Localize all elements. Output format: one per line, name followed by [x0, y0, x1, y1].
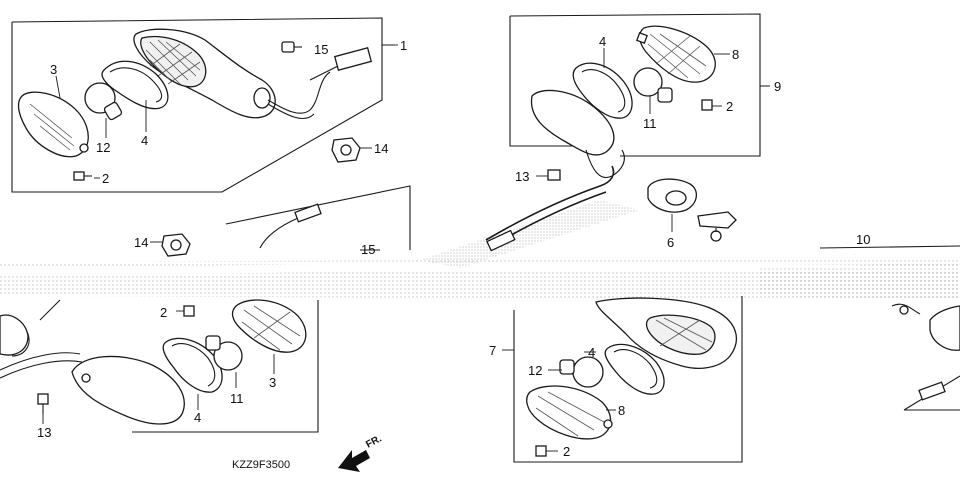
- nut-14-a: [331, 137, 372, 163]
- gasket-rear-right: [604, 343, 665, 395]
- clip-fastener: [697, 211, 737, 242]
- callout-4-c: 4: [194, 410, 201, 425]
- callout-2-c: 2: [160, 305, 167, 320]
- callout-4-b: 4: [599, 34, 606, 49]
- callout-11-b: 11: [230, 391, 244, 406]
- wire-harness-center: [485, 165, 615, 252]
- callout-13-b: 13: [37, 425, 51, 440]
- callout-2-b: 2: [726, 99, 733, 114]
- socket-6: [647, 178, 697, 232]
- screw-2-c: [176, 305, 195, 317]
- bulb-rear-left: [205, 335, 243, 371]
- gasket-left-front: [101, 60, 169, 110]
- gasket-right-front: [572, 62, 633, 119]
- lens-right-front: [636, 25, 716, 83]
- assembly-rear-left: [0, 299, 319, 433]
- screw-2-a: [73, 171, 92, 181]
- callout-7: 7: [489, 343, 496, 358]
- lens-left-front: [17, 91, 89, 158]
- callout-2-a: 2: [102, 171, 109, 186]
- callout-13-a: 13: [515, 169, 529, 184]
- callout-15-b: 15: [361, 242, 375, 257]
- harness-left: [225, 185, 411, 251]
- callout-8-a: 8: [732, 47, 739, 62]
- front-direction-label: FR.: [364, 433, 384, 450]
- assembly-rear-right: [502, 296, 743, 463]
- turn-signal-body: [133, 28, 373, 119]
- bulb-left-front: [84, 82, 123, 121]
- turn-signal-body-right: [530, 89, 615, 156]
- nut-14-b: [150, 233, 191, 257]
- front-direction-arrow: [338, 450, 370, 472]
- callout-4-d: 4: [588, 345, 595, 360]
- callout-11-a: 11: [643, 116, 657, 131]
- lens-rear-left: [231, 299, 307, 353]
- callout-4-a: 4: [141, 133, 148, 148]
- screw-13-b: [37, 393, 49, 424]
- callout-10: 10: [856, 232, 870, 247]
- gasket-rear-left: [162, 337, 223, 393]
- assembly-front-right: [509, 13, 770, 178]
- screw-2-b: [701, 99, 722, 111]
- callout-3-a: 3: [50, 62, 57, 77]
- callout-6: 6: [667, 235, 674, 250]
- bulb-rear-right: [559, 356, 604, 388]
- grommet-15-a: [281, 41, 302, 53]
- callout-12-a: 12: [96, 140, 110, 155]
- callout-8-b: 8: [618, 403, 625, 418]
- callout-12-b: 12: [528, 363, 542, 378]
- callout-9: 9: [774, 79, 781, 94]
- assembly-far-right: [819, 245, 960, 411]
- torn-scan-band: [0, 200, 960, 300]
- bulb-right-front: [633, 67, 673, 103]
- turn-signal-body-rear-left: [71, 355, 185, 425]
- part-code: KZZ9F3500: [232, 459, 290, 471]
- screw-2-d: [535, 445, 558, 457]
- callout-2-d: 2: [563, 444, 570, 459]
- callout-15-a: 15: [314, 42, 328, 57]
- callout-14-a: 14: [374, 141, 388, 156]
- lens-rear-right: [526, 385, 613, 440]
- callout-14-b: 14: [134, 235, 148, 250]
- callout-3-b: 3: [269, 375, 276, 390]
- assembly-front-left: [11, 17, 398, 193]
- callout-1: 1: [400, 38, 407, 53]
